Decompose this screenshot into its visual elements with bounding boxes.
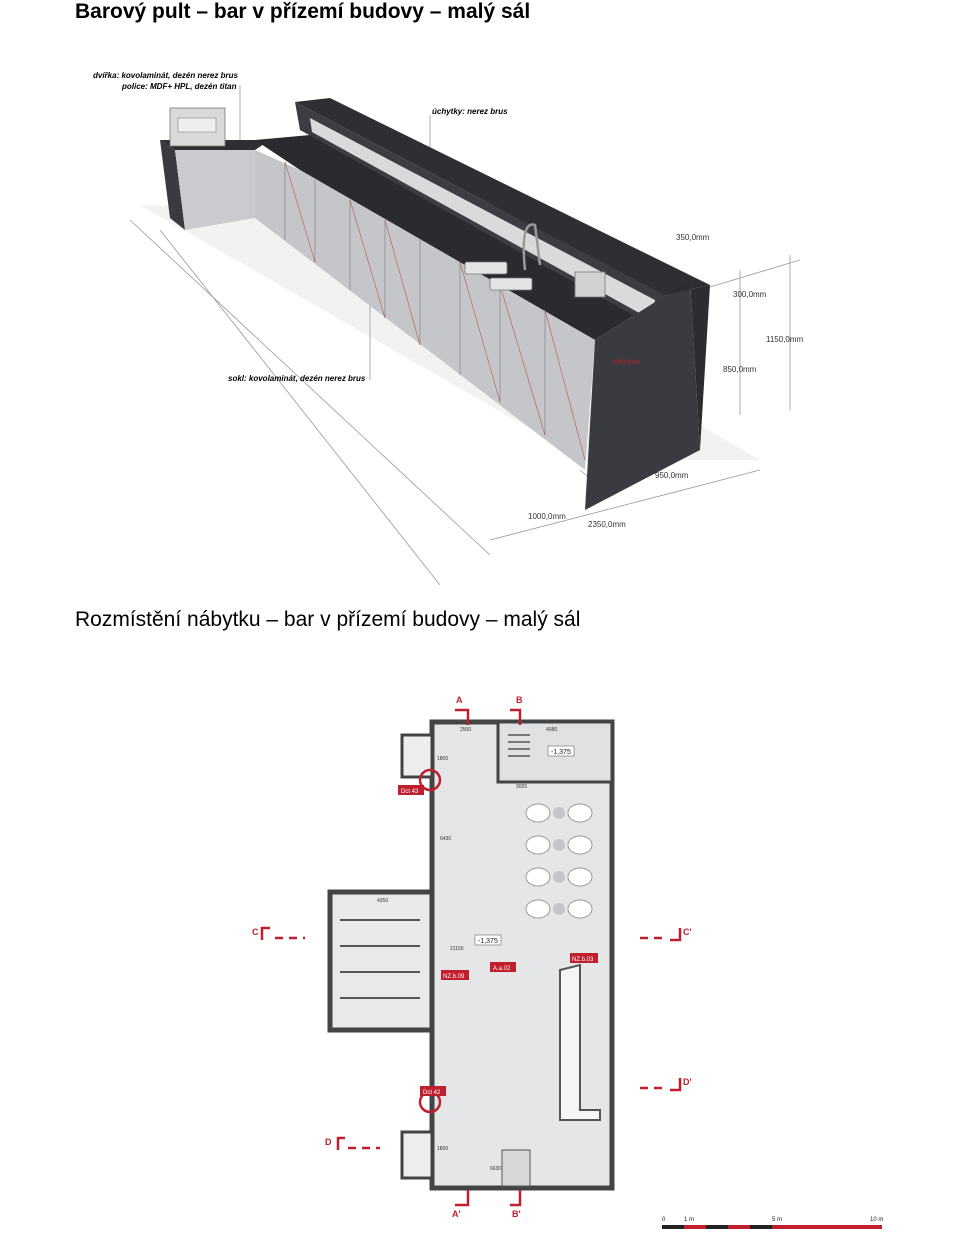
dim-2500: 2500 <box>460 727 471 733</box>
side-room <box>327 889 435 1033</box>
floor-plan: A B A' B' C C' D D' -1,375 -1,375 Dct 43… <box>252 695 883 1229</box>
dim-1150: 1150,0mm <box>766 335 804 344</box>
scale-5m: 5 m <box>772 1217 782 1223</box>
section-d2: D' <box>683 1077 692 1087</box>
note-doors: dvířka: kovolaminát, dezén nerez brus <box>93 71 238 80</box>
bar-counter-render: dvířka: kovolaminát, dezén nerez brus po… <box>93 71 804 586</box>
dim-4080: 4080 <box>546 727 557 733</box>
scale-bar: 0 1 m 5 m 10 m <box>662 1217 883 1229</box>
dim-1000: 1000,0mm <box>528 512 566 521</box>
sink-1 <box>464 261 508 275</box>
dim-1800-b: 1800 <box>437 1146 448 1152</box>
note-shelves: police: MDF+ HPL, dezén titan <box>121 82 237 91</box>
sink-2 <box>489 277 533 291</box>
dim-300: 300,0mm <box>733 290 767 299</box>
table-groups <box>525 803 593 919</box>
cash-register <box>574 271 606 298</box>
tag-aa02: A.a.02 <box>493 966 511 972</box>
dim-21150: 21150 <box>450 946 464 952</box>
scale-1m: 1 m <box>684 1217 694 1223</box>
dim-6630: 6630 <box>490 1166 501 1172</box>
tag-dct42: Dct 42 <box>423 1090 441 1096</box>
dim-4350: 4350 <box>377 898 388 904</box>
faucet <box>522 223 542 271</box>
note-handles: úchytky: nerez brus <box>432 107 508 116</box>
dim-red: 6000,0mm <box>612 360 640 366</box>
dim-2350: 2350,0mm <box>588 520 626 529</box>
section-a: A <box>456 695 463 705</box>
tag-nzb03: NZ.b.03 <box>572 957 594 963</box>
dim-950: 950,0mm <box>655 471 689 480</box>
note-plinth: sokl: kovolaminát, dezén nerez brus <box>228 374 366 383</box>
section-a2: A' <box>452 1209 461 1219</box>
bar-counter <box>559 963 601 1121</box>
dim-350: 350,0mm <box>676 233 710 242</box>
scale-10m: 10 m <box>870 1217 883 1223</box>
section-c2: C' <box>683 927 692 937</box>
level-top: -1,375 <box>551 749 571 756</box>
section-title: Rozmístění nábytku – bar v přízemí budov… <box>75 608 581 631</box>
dim-6430: 6430 <box>440 836 451 842</box>
section-b: B <box>516 695 523 705</box>
dim-9005: 9005 <box>516 784 527 790</box>
dim-850: 850,0mm <box>723 365 757 374</box>
dim-1800-a: 1800 <box>437 756 448 762</box>
tag-nzb09: NZ.b.09 <box>443 974 465 980</box>
level-mid: -1,375 <box>478 938 498 945</box>
section-d: D <box>325 1137 332 1147</box>
tag-dct43: Dct 43 <box>401 789 419 795</box>
section-b2: B' <box>512 1209 521 1219</box>
page-title: Barový pult – bar v přízemí budovy – mal… <box>75 0 531 23</box>
scale-0: 0 <box>662 1217 666 1223</box>
section-c: C <box>252 927 259 937</box>
